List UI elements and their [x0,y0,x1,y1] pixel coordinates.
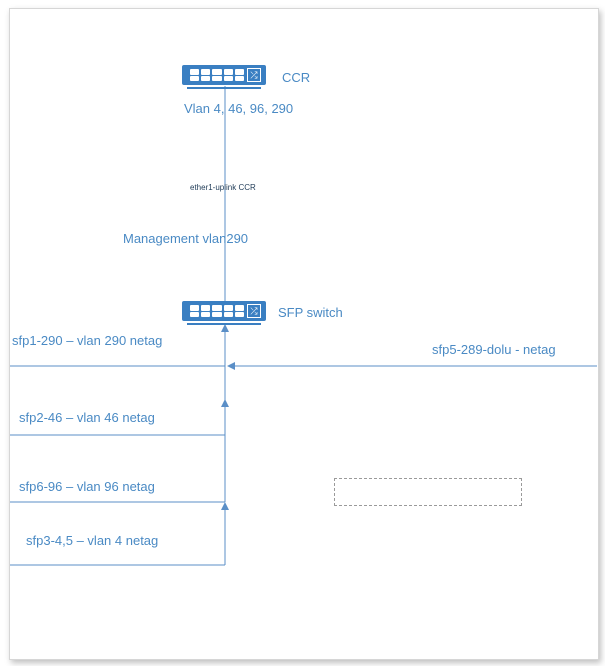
uplink-label: ether1-uplink CCR [190,183,256,192]
ccr-device-base [187,87,261,89]
sfp6-label: sfp6-96 – vlan 96 netag [19,479,155,494]
sfp-switch-device[interactable]: ⤮ [182,301,266,321]
sfp1-label: sfp1-290 – vlan 290 netag [12,333,163,348]
sfp2-label: sfp2-46 – vlan 46 netag [19,410,155,425]
management-label: Management vlan290 [123,231,249,246]
network-switch-icon: ⤮ [247,304,261,318]
sfp-switch-device-base [187,323,261,325]
network-switch-icon: ⤮ [247,68,261,82]
sfp-switch-label: SFP switch [278,305,343,320]
port-grid-icon [190,69,244,81]
sfp5-label: sfp5-289-dolu - netag [432,342,556,357]
ccr-vlans-label: Vlan 4, 46, 96, 290 [184,101,294,116]
sfp3-label: sfp3-4,5 – vlan 4 netag [26,533,159,548]
diagram-canvas [9,8,599,660]
port-grid-icon [190,305,244,317]
ccr-device[interactable]: ⤮ [182,65,266,85]
empty-placeholder-box[interactable] [334,478,522,506]
ccr-label: CCR [282,70,311,85]
